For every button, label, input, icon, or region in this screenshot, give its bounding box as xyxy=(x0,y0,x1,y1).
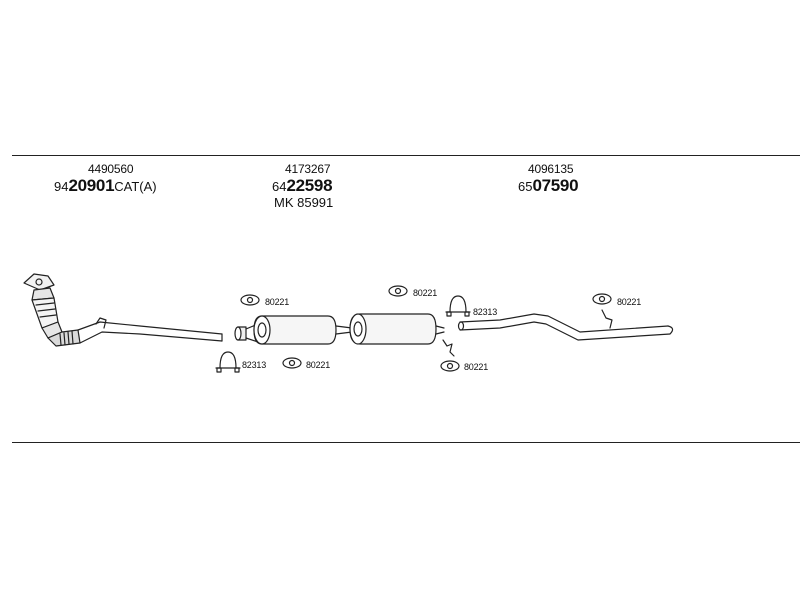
group2-extra-code: MK 85991 xyxy=(274,195,334,210)
group3-part-code: 6507590 xyxy=(518,176,579,196)
gasket-icon-e xyxy=(440,360,460,372)
group1-part-code: 9420901CAT(A) xyxy=(54,176,157,196)
group2-code-main: 22598 xyxy=(286,176,333,195)
group3-code-prefix: 65 xyxy=(518,179,533,194)
gasket-icon-d xyxy=(592,293,612,305)
catalytic-converter xyxy=(23,273,81,347)
connecting-pipe xyxy=(335,325,353,335)
gasket-icon-a xyxy=(240,294,260,306)
gasket-label-d: 80221 xyxy=(617,297,642,307)
clamp-label-a: 82313 xyxy=(242,360,267,370)
group3-code-main: 07590 xyxy=(532,176,579,195)
gasket-label-c: 80221 xyxy=(413,288,438,298)
tail-pipe xyxy=(457,309,674,341)
gasket-label-e: 80221 xyxy=(464,362,489,372)
gasket-label-b: 80221 xyxy=(306,360,331,370)
top-rule xyxy=(12,155,800,156)
middle-silencer-rear xyxy=(349,313,455,357)
clamp-icon-a xyxy=(215,351,241,373)
group3-ref-number: 4096135 xyxy=(528,162,574,176)
clamp-label-b: 82313 xyxy=(473,307,498,317)
gasket-icon-c xyxy=(388,285,408,297)
group2-part-code: 6422598 xyxy=(272,176,333,196)
clamp-icon-b xyxy=(445,295,471,317)
group1-code-suffix: CAT(A) xyxy=(114,179,157,194)
group1-code-prefix: 94 xyxy=(54,179,69,194)
front-pipe xyxy=(77,317,223,344)
middle-silencer-front xyxy=(234,315,337,345)
group1-code-main: 20901 xyxy=(68,176,115,195)
group2-code-prefix: 64 xyxy=(272,179,287,194)
group1-ref-number: 4490560 xyxy=(88,162,134,176)
gasket-label-a: 80221 xyxy=(265,297,290,307)
bottom-rule xyxy=(12,442,800,443)
gasket-icon-b xyxy=(282,357,302,369)
group2-ref-number: 4173267 xyxy=(285,162,331,176)
